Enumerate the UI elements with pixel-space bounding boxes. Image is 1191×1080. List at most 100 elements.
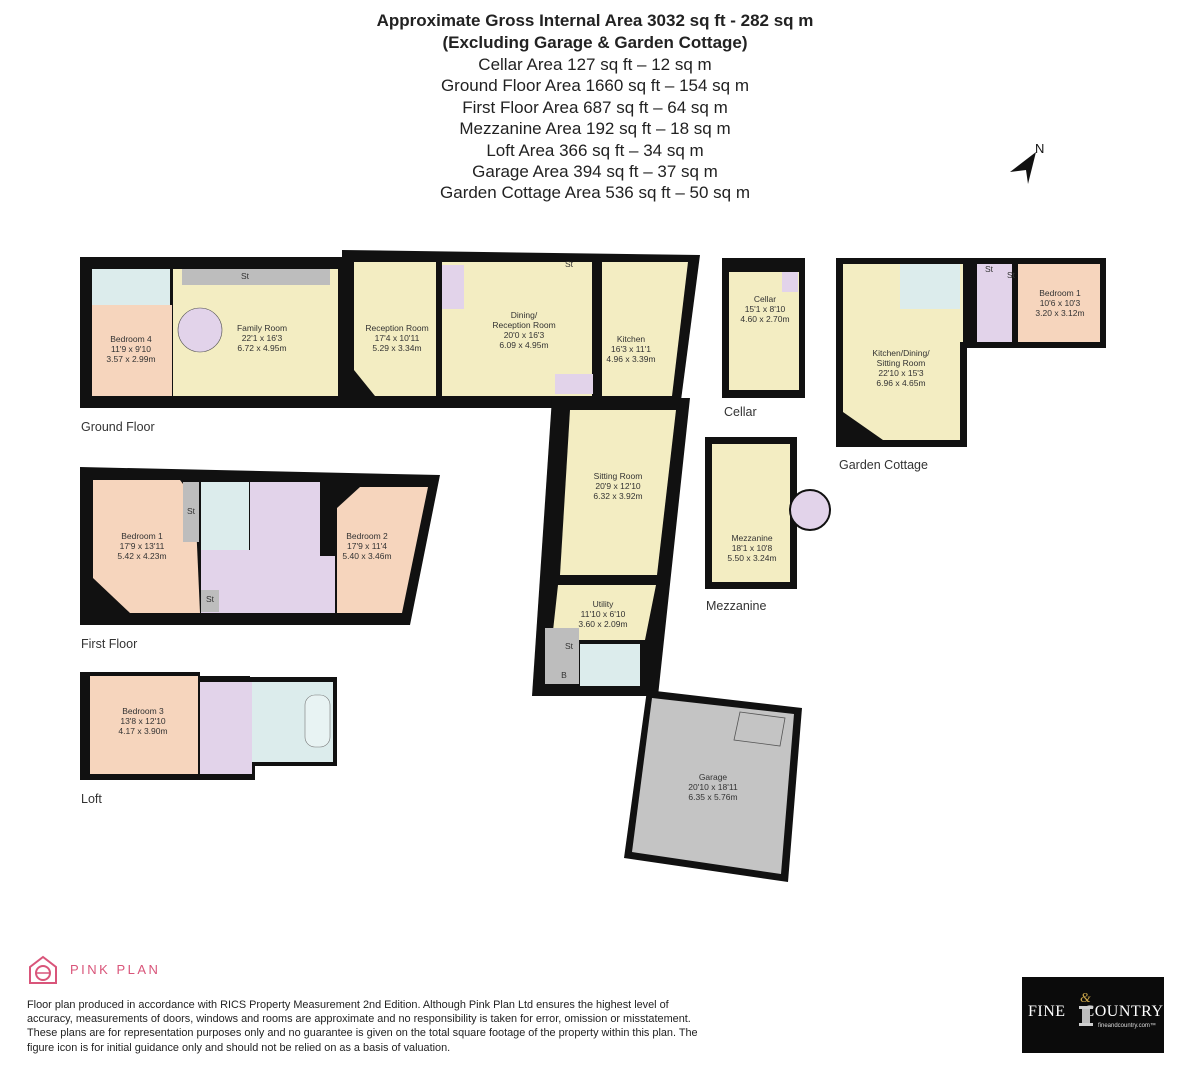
svg-text:3.20 x 3.12m: 3.20 x 3.12m [1035,308,1084,318]
pink-plan-brand: PINK PLAN [70,962,161,977]
garden-cottage-plan [836,258,1106,447]
first-bedroom1 [93,480,200,613]
first-bedroom2 [337,487,428,613]
pink-plan-logo-icon [29,955,57,984]
svg-text:17'9 x 13'11: 17'9 x 13'11 [120,541,165,551]
svg-text:18'1 x 10'8: 18'1 x 10'8 [732,543,773,553]
bedroom4-room [92,305,172,396]
sitting-room [560,410,676,575]
svg-text:20'9 x 12'10: 20'9 x 12'10 [595,481,641,491]
reception-room [354,262,436,396]
mezzanine-plan [705,437,831,589]
svg-text:4.96 x 3.39m: 4.96 x 3.39m [606,354,655,364]
disclaimer-text: Floor plan produced in accordance with R… [27,999,698,1054]
area-first-floor: First Floor Area 687 sq ft – 64 sq m [462,97,728,117]
svg-text:St: St [565,641,574,651]
svg-text:15'1 x 8'10: 15'1 x 8'10 [745,304,786,314]
first-storage-a [183,482,199,542]
svg-text:Bedroom 2: Bedroom 2 [346,531,388,541]
loft-plan [80,672,337,780]
svg-text:Utility: Utility [593,599,615,609]
svg-text:5.29 x 3.34m: 5.29 x 3.34m [372,343,421,353]
svg-text:Kitchen/Dining/: Kitchen/Dining/ [872,348,930,358]
cottage-bathroom [900,264,960,309]
loft-landing [200,682,252,774]
utility-room [552,585,656,640]
svg-text:5.50 x 3.24m: 5.50 x 3.24m [727,553,776,563]
first-storage-b [201,590,219,612]
svg-text:Reception Room: Reception Room [365,323,428,333]
svg-text:17'9 x 11'4: 17'9 x 11'4 [347,541,387,551]
svg-text:Sitting Room: Sitting Room [594,471,643,481]
first-floor-plan [80,467,440,625]
north-arrow-icon [1010,152,1036,184]
kitchen-room [602,262,688,396]
fc-logo-ampersand: & [1080,991,1091,1006]
svg-text:Cellar: Cellar [754,294,776,304]
svg-text:St: St [1007,270,1016,280]
family-room-storage [182,269,330,285]
svg-text:Garage: Garage [699,772,728,782]
svg-text:4.17 x 3.90m: 4.17 x 3.90m [118,726,167,736]
ground-bathroom [92,269,170,305]
north-label: N [1035,141,1045,156]
svg-text:St: St [206,594,215,604]
cottage-hall [977,264,1012,342]
svg-text:Mezzanine: Mezzanine [731,533,772,543]
svg-text:B: B [561,670,567,680]
ground-stairs-b [555,374,593,394]
fc-logo-url: fineandcountry.com™ [1098,1023,1156,1029]
first-bathroom [201,482,249,550]
mezzanine-room [712,444,790,582]
area-cellar: Cellar Area 127 sq ft – 12 sq m [478,55,712,74]
svg-text:16'3 x 11'1: 16'3 x 11'1 [611,344,651,354]
svg-text:6.32 x 3.92m: 6.32 x 3.92m [593,491,642,501]
svg-text:Kitchen: Kitchen [617,334,646,344]
ground-stairs-a [442,265,464,309]
loft-bedroom3 [90,676,198,774]
svg-text:St: St [985,264,994,274]
svg-text:3.60 x 2.09m: 3.60 x 2.09m [578,619,627,629]
garden-cottage-label: Garden Cottage [839,458,928,472]
garage-room [632,698,794,874]
svg-text:22'10 x 15'3: 22'10 x 15'3 [878,368,924,378]
room-labels: Bedroom 4 11'9 x 9'10 3.57 x 2.99m Famil… [106,259,1084,802]
area-loft: Loft Area 366 sq ft – 34 sq m [486,140,704,160]
svg-text:20'0 x 16'3: 20'0 x 16'3 [504,330,545,340]
svg-text:6.96 x 4.65m: 6.96 x 4.65m [876,378,925,388]
loft-label: Loft [81,792,102,806]
svg-text:3.57 x 2.99m: 3.57 x 2.99m [106,354,155,364]
svg-text:11'10 x 6'10: 11'10 x 6'10 [581,609,626,619]
cottage-bedroom1 [1018,264,1100,342]
dining-reception-room [442,262,592,396]
svg-text:6.72 x 4.95m: 6.72 x 4.95m [237,343,286,353]
svg-text:5.42 x 4.23m: 5.42 x 4.23m [117,551,166,561]
gross-area-title: Approximate Gross Internal Area 3032 sq … [376,11,814,30]
svg-text:13'8 x 12'10: 13'8 x 12'10 [120,716,166,726]
svg-text:St: St [241,271,250,281]
first-floor-label: First Floor [81,637,138,651]
first-landing [201,482,335,613]
bathtub-icon [304,694,331,748]
utility-wc [580,644,640,686]
svg-text:11'9 x 9'10: 11'9 x 9'10 [111,344,151,354]
floor-plan-drawing: Bedroom 4 11'9 x 9'10 3.57 x 2.99m Famil… [80,250,1106,882]
area-mezzanine: Mezzanine Area 192 sq ft – 18 sq m [459,119,731,139]
gross-area-subtitle: (Excluding Garage & Garden Cottage) [442,33,748,52]
svg-text:22'1 x 16'3: 22'1 x 16'3 [242,333,283,343]
area-ground-floor: Ground Floor Area 1660 sq ft – 154 sq m [440,76,750,96]
svg-text:Bedroom 1: Bedroom 1 [1039,288,1081,298]
svg-text:St: St [187,506,196,516]
svg-text:6.35 x 5.76m: 6.35 x 5.76m [688,792,737,802]
svg-text:4.60 x 2.70m: 4.60 x 2.70m [740,314,789,324]
svg-text:10'6 x 10'3: 10'6 x 10'3 [1040,298,1081,308]
utility-storage [545,628,579,684]
mezzanine-label: Mezzanine [706,599,767,613]
area-summary: Approximate Gross Internal Area 3032 sq … [300,10,890,204]
svg-text:Bedroom 3: Bedroom 3 [122,706,164,716]
ground-floor-label: Ground Floor [81,420,155,434]
svg-text:Dining/: Dining/ [511,310,538,320]
svg-text:5.40 x 3.46m: 5.40 x 3.46m [342,551,391,561]
svg-text:Bedroom 1: Bedroom 1 [121,531,163,541]
column-pillar-icon [1079,1006,1093,1026]
